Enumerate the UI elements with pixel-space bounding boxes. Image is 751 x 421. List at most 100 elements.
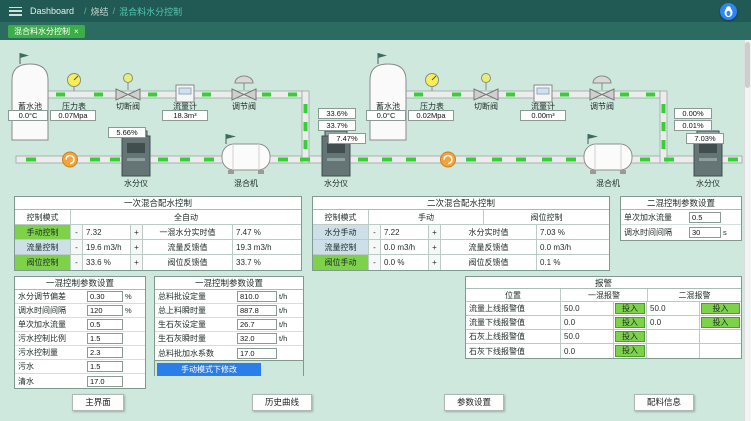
- param-label: 总料批设定量: [158, 292, 206, 301]
- tab-mixed-material-moisture[interactable]: 混合料水分控制 ×: [8, 24, 85, 38]
- assistant-button[interactable]: [720, 3, 737, 20]
- control-valve-label: 调节阀: [590, 102, 614, 111]
- param-label: 调水时间间隔: [624, 228, 672, 237]
- batching-info-button[interactable]: 配料信息: [634, 394, 694, 411]
- control-submode-value[interactable]: 阀位控制: [530, 212, 563, 222]
- increment-button[interactable]: +: [429, 225, 441, 239]
- param-input[interactable]: 0.5: [689, 211, 721, 223]
- param-input[interactable]: 887.8: [237, 305, 277, 316]
- param-input[interactable]: 30: [689, 227, 721, 238]
- param-label: 水分调节偏差: [18, 292, 66, 301]
- increment-button[interactable]: +: [131, 225, 143, 239]
- param-input[interactable]: 26.7: [237, 319, 277, 330]
- pressure-gauge-left: [67, 73, 81, 91]
- param-input[interactable]: 1.5: [87, 361, 123, 372]
- alarm-threshold-input[interactable]: 50.0: [647, 302, 700, 315]
- setpoint-input[interactable]: 7.32: [83, 225, 131, 239]
- param-input[interactable]: 0.30: [87, 291, 123, 302]
- increment-button[interactable]: +: [131, 255, 143, 270]
- valve-setpoint-readout: 33.6%: [318, 108, 356, 119]
- panel-title: 二次混合配水控制: [313, 197, 609, 210]
- panel-title: 一次混合配水控制: [15, 197, 301, 210]
- breadcrumb-section[interactable]: 烧结: [90, 6, 109, 17]
- feedback-label: 阀位反馈值: [143, 255, 233, 270]
- control-valve-label: 调节阀: [232, 102, 256, 111]
- setpoint-input[interactable]: 33.6 %: [83, 255, 131, 270]
- main-screen-button[interactable]: 主界面: [72, 394, 124, 411]
- water-tank-right: [369, 53, 407, 141]
- tank-flag-icon: [378, 53, 387, 58]
- param-input[interactable]: 0.5: [87, 319, 123, 330]
- history-curve-button[interactable]: 历史曲线: [252, 394, 312, 411]
- engage-button[interactable]: 投入: [615, 303, 645, 314]
- param-input[interactable]: 17.0: [87, 375, 123, 387]
- decrement-button[interactable]: -: [369, 225, 381, 239]
- engage-button[interactable]: 投入: [701, 317, 740, 328]
- alarm-threshold-input[interactable]: 0.0: [561, 316, 614, 329]
- vertical-scrollbar[interactable]: [744, 40, 751, 421]
- feedback-label: 阀位反馈值: [441, 255, 537, 270]
- pump-left: [62, 151, 78, 168]
- increment-button[interactable]: +: [131, 240, 143, 254]
- alarm-empty-cell: [700, 344, 741, 358]
- feedback-value: 33.7 %: [236, 258, 261, 267]
- param-input[interactable]: 1.5: [87, 333, 123, 344]
- decrement-button[interactable]: -: [369, 255, 381, 270]
- alarm-empty-cell: [647, 330, 700, 343]
- decrement-button[interactable]: -: [71, 225, 83, 239]
- valve-feedback-readout: 33.7%: [318, 120, 356, 131]
- param-input[interactable]: 810.0: [237, 291, 277, 302]
- alarm-threshold-input[interactable]: 0.0: [561, 344, 614, 358]
- alarm-threshold-input[interactable]: 50.0: [561, 302, 614, 315]
- param-label: 单次加水流量: [18, 320, 66, 329]
- increment-button[interactable]: +: [429, 240, 441, 254]
- setpoint-input[interactable]: 19.6 m3/h: [83, 240, 131, 254]
- increment-button[interactable]: +: [429, 255, 441, 270]
- alarm-col-position: 位置: [466, 289, 561, 301]
- alarm-threshold-input[interactable]: 0.0: [647, 316, 700, 329]
- setpoint-input[interactable]: 0.0 m3/h: [381, 240, 429, 254]
- row-label: 流量控制: [313, 240, 369, 254]
- pressure-gauge-right: [425, 73, 439, 91]
- control-mode-label: 控制模式: [15, 210, 71, 224]
- breadcrumb-root[interactable]: Dashboard: [30, 6, 75, 16]
- feedback-value: 7.47 %: [236, 227, 261, 237]
- flow-readout: 0.00m³: [520, 110, 566, 121]
- param-input[interactable]: 120: [87, 305, 123, 316]
- primary-mixing-control-panel: 一次混合配水控制 控制模式 全自动 手动控制 - 7.32 + 一混水分实时值 …: [14, 196, 302, 271]
- engage-button[interactable]: 投入: [615, 317, 645, 328]
- decrement-button[interactable]: -: [369, 240, 381, 254]
- panel-title: 二混控制参数设置: [621, 197, 741, 210]
- param-unit: t/h: [279, 334, 288, 343]
- parameter-settings-button[interactable]: 参数设置: [444, 394, 504, 411]
- control-mode-value[interactable]: 手动: [369, 210, 484, 224]
- param-input[interactable]: 17.0: [237, 347, 277, 359]
- decrement-button[interactable]: -: [71, 255, 83, 270]
- feedback-label: 水分实时值: [441, 225, 537, 239]
- main-canvas: 蓄水池 压力表 切断阀 流量计 调节阀 0.0°C 0.07Mpa 18.3m³…: [0, 40, 751, 421]
- mixer-2: [583, 134, 633, 174]
- setpoint-input[interactable]: 0.0 %: [381, 255, 429, 270]
- header-bar: Dashboard / 烧结 / 混合料水分控制: [0, 0, 751, 22]
- engage-button[interactable]: 投入: [701, 303, 740, 314]
- moisture-meter-label: 水分仪: [324, 179, 348, 188]
- manual-edit-button[interactable]: 手动模式下修改: [157, 363, 261, 376]
- alarm-threshold-input[interactable]: 50.0: [561, 330, 614, 343]
- param-input[interactable]: 2.3: [87, 347, 123, 358]
- tab-close-icon[interactable]: ×: [74, 26, 79, 36]
- decrement-button[interactable]: -: [71, 240, 83, 254]
- scrollbar-thumb[interactable]: [745, 42, 750, 88]
- moisture-readout: 7.47%: [328, 133, 366, 144]
- tank-flag-icon: [20, 53, 29, 58]
- param-input[interactable]: 32.0: [237, 333, 277, 344]
- mixer-label: 混合机: [234, 179, 258, 188]
- engage-button[interactable]: 投入: [615, 331, 645, 342]
- control-mode-value[interactable]: 全自动: [174, 212, 198, 222]
- menu-icon[interactable]: [9, 6, 22, 16]
- alarm-col-secondary: 二混报警: [678, 290, 711, 300]
- alarm-empty-cell: [647, 344, 700, 358]
- engage-button[interactable]: 投入: [615, 345, 645, 357]
- setpoint-input[interactable]: 7.22: [381, 225, 429, 239]
